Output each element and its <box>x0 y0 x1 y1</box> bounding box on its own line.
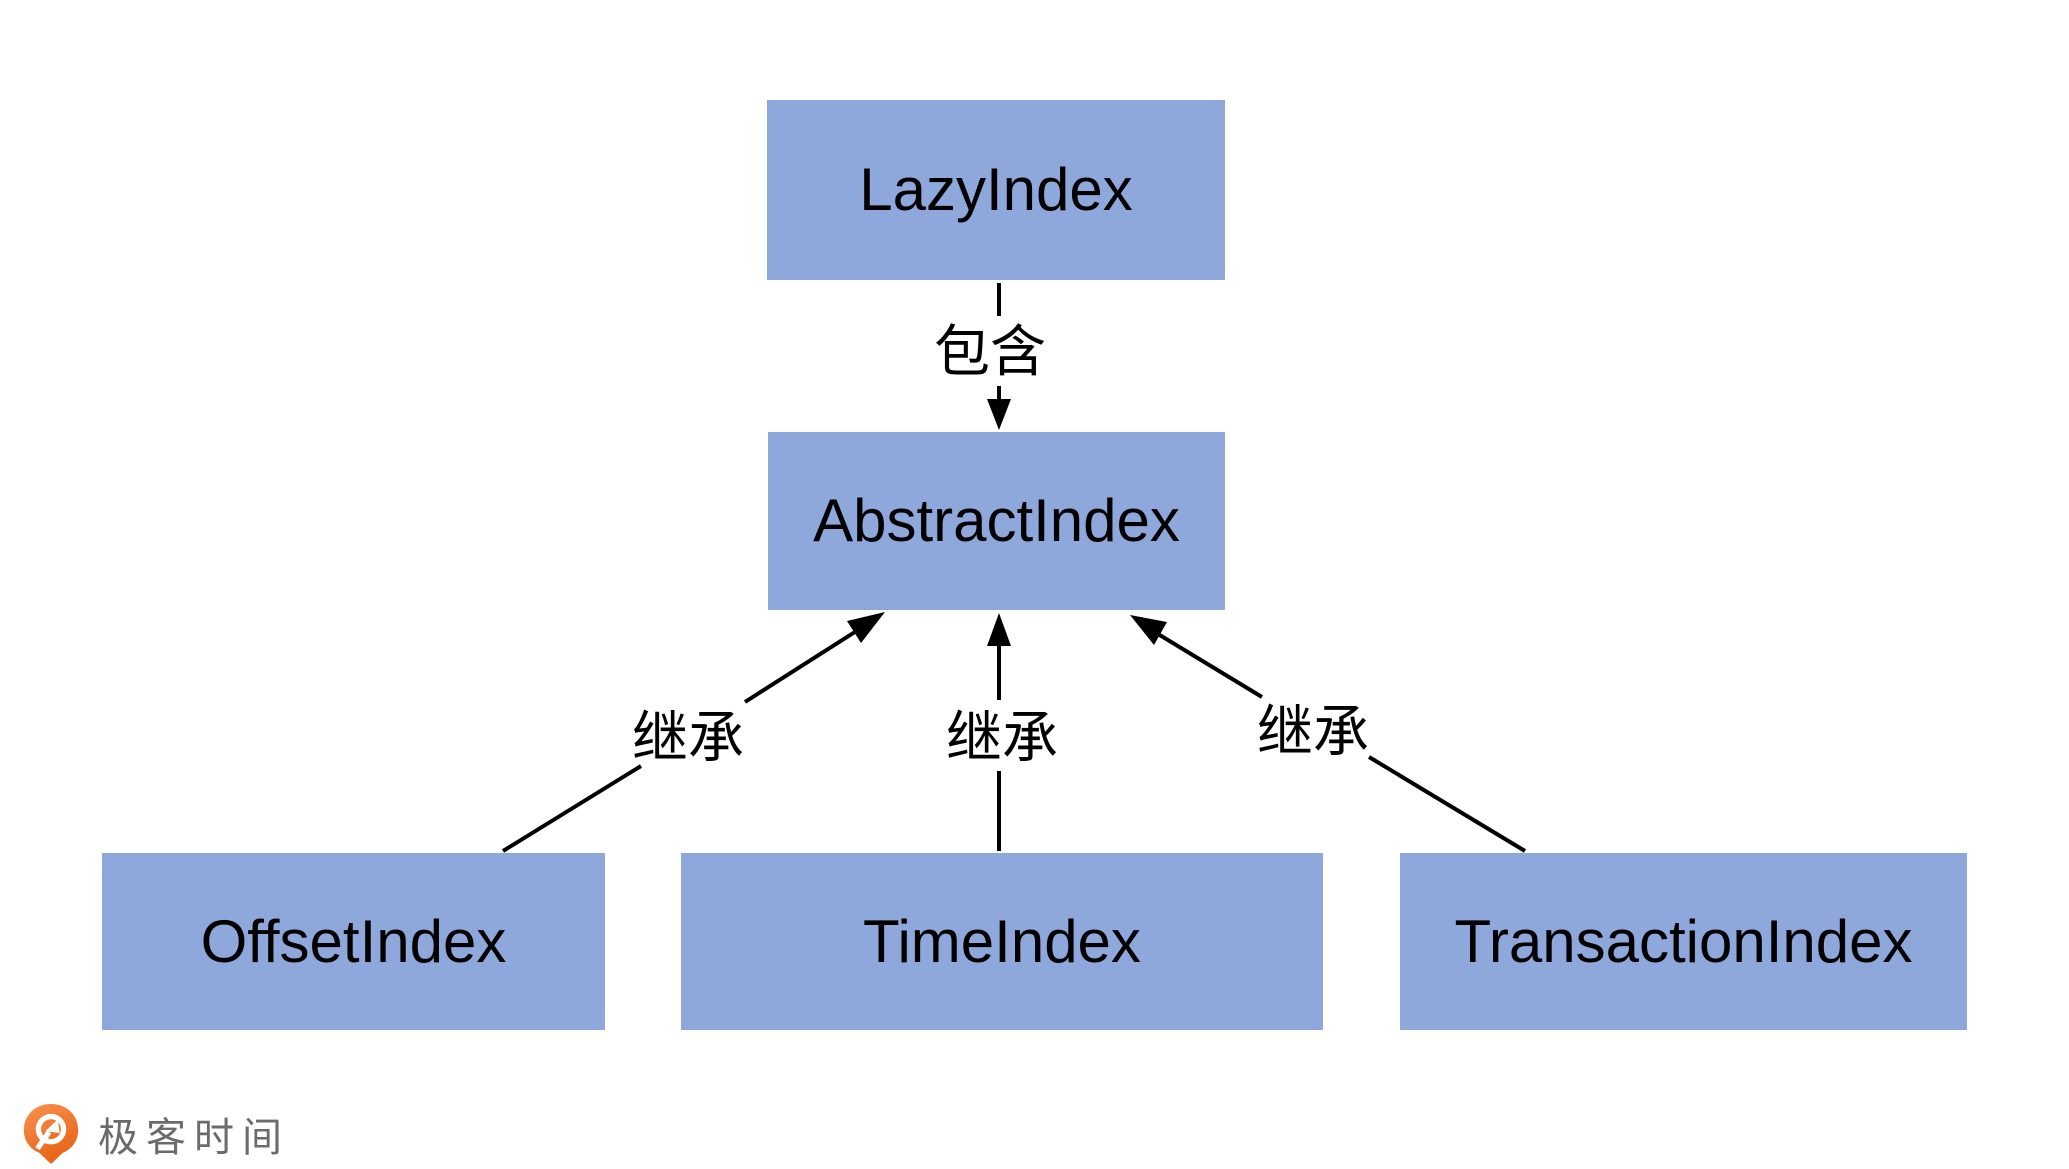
inherit-arrow-transaction <box>1130 615 1527 853</box>
contains-label-text: 包含 <box>934 320 1046 383</box>
inherit-arrow-offset <box>501 612 885 853</box>
contains-arrow <box>987 283 1011 430</box>
edge-label-inherit-time: 继承 <box>922 706 1082 770</box>
node-abstract-index-label: AbstractIndex <box>813 487 1180 554</box>
node-offset-index-label: OffsetIndex <box>200 907 507 975</box>
edge-label-inherit-transaction: 继承 <box>1233 700 1393 764</box>
inherit-transaction-label-text: 继承 <box>1257 700 1369 763</box>
edge-label-contains: 包含 <box>910 320 1070 384</box>
brand-footer: 极客时间 <box>20 1103 290 1165</box>
node-offset-index: OffsetIndex <box>102 853 605 1030</box>
node-abstract-index: AbstractIndex <box>768 432 1225 610</box>
geektime-logo-icon <box>23 1103 79 1165</box>
inherit-arrow-time <box>987 613 1011 851</box>
edge-label-inherit-offset: 继承 <box>608 706 768 770</box>
inherit-time-label-text: 继承 <box>946 706 1058 769</box>
node-time-index: TimeIndex <box>681 853 1323 1030</box>
node-transaction-index-label: TransactionIndex <box>1454 907 1913 975</box>
inherit-offset-label-text: 继承 <box>632 706 744 769</box>
node-lazy-index-label: LazyIndex <box>859 156 1133 223</box>
node-transaction-index: TransactionIndex <box>1400 853 1967 1030</box>
node-time-index-label: TimeIndex <box>863 907 1141 975</box>
brand-name: 极客时间 <box>98 1116 290 1160</box>
node-lazy-index: LazyIndex <box>767 100 1225 280</box>
